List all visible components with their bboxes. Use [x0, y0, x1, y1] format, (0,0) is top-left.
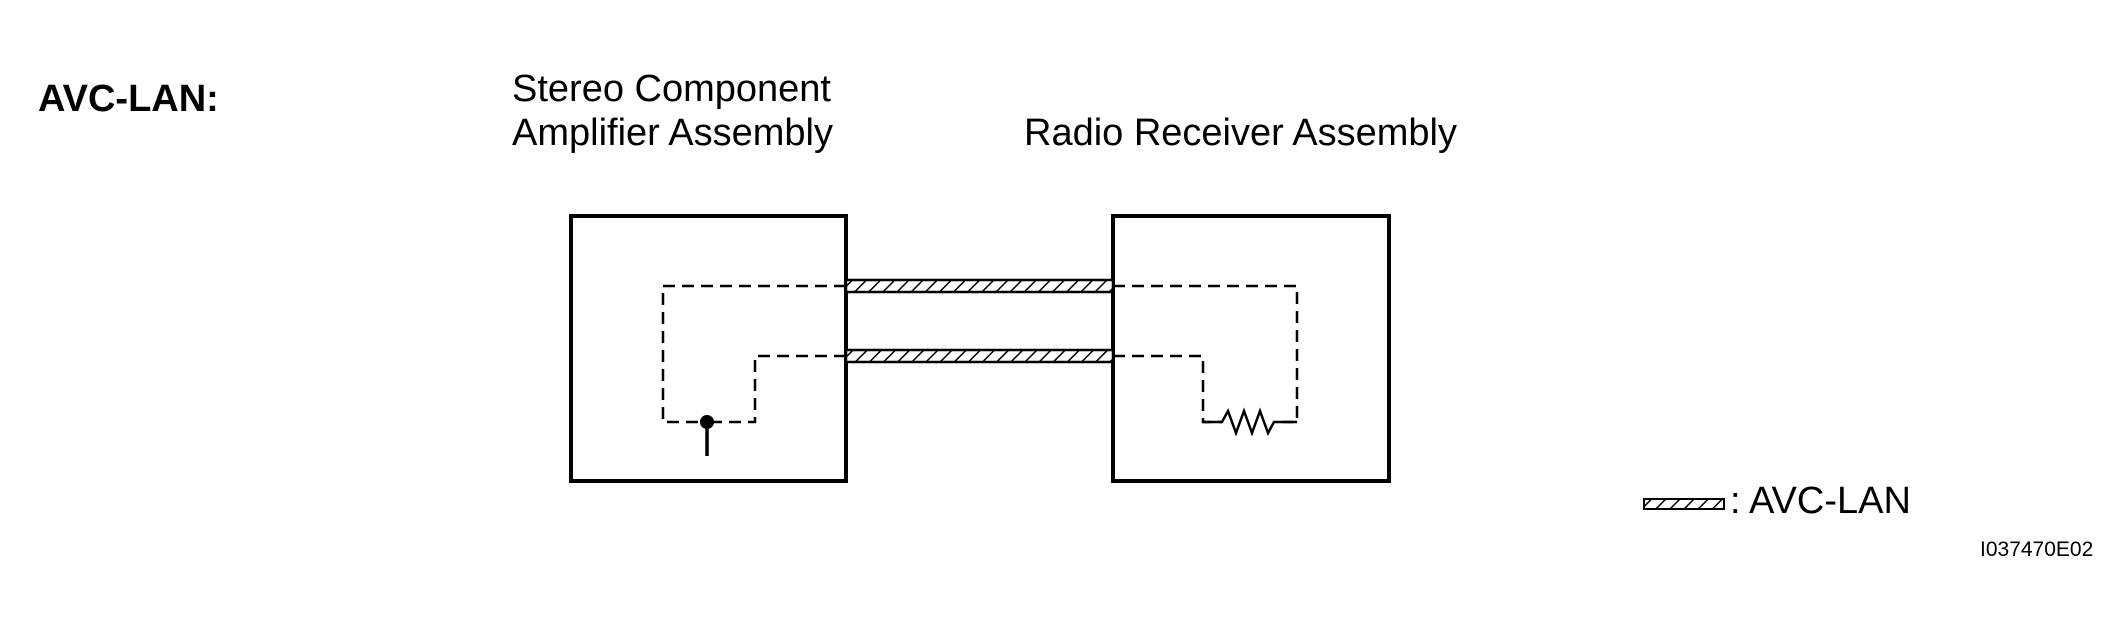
amplifier-label-line2: Amplifier Assembly	[512, 111, 833, 154]
legend-label: : AVC-LAN	[1730, 480, 1911, 522]
radio-internal-wiring	[1113, 284, 1299, 424]
amplifier-terminal-node	[700, 415, 714, 456]
amplifier-assembly-label: Stereo Component Amplifier Assembly	[512, 68, 833, 155]
termination-resistor	[1203, 407, 1297, 437]
legend-hatch-swatch	[1643, 498, 1725, 510]
radio-receiver-assembly-label: Radio Receiver Assembly	[1024, 112, 1457, 154]
amplifier-box	[569, 214, 848, 483]
avc-lan-bus-upper	[844, 278, 1115, 294]
figure-code: I037470E02	[1980, 538, 2094, 561]
amplifier-internal-wiring	[661, 284, 846, 424]
diagram-title: AVC-LAN:	[38, 78, 219, 120]
radio-receiver-box	[1111, 214, 1391, 483]
avc-lan-bus-lower	[844, 348, 1115, 364]
amplifier-label-line1: Stereo Component	[512, 68, 831, 110]
